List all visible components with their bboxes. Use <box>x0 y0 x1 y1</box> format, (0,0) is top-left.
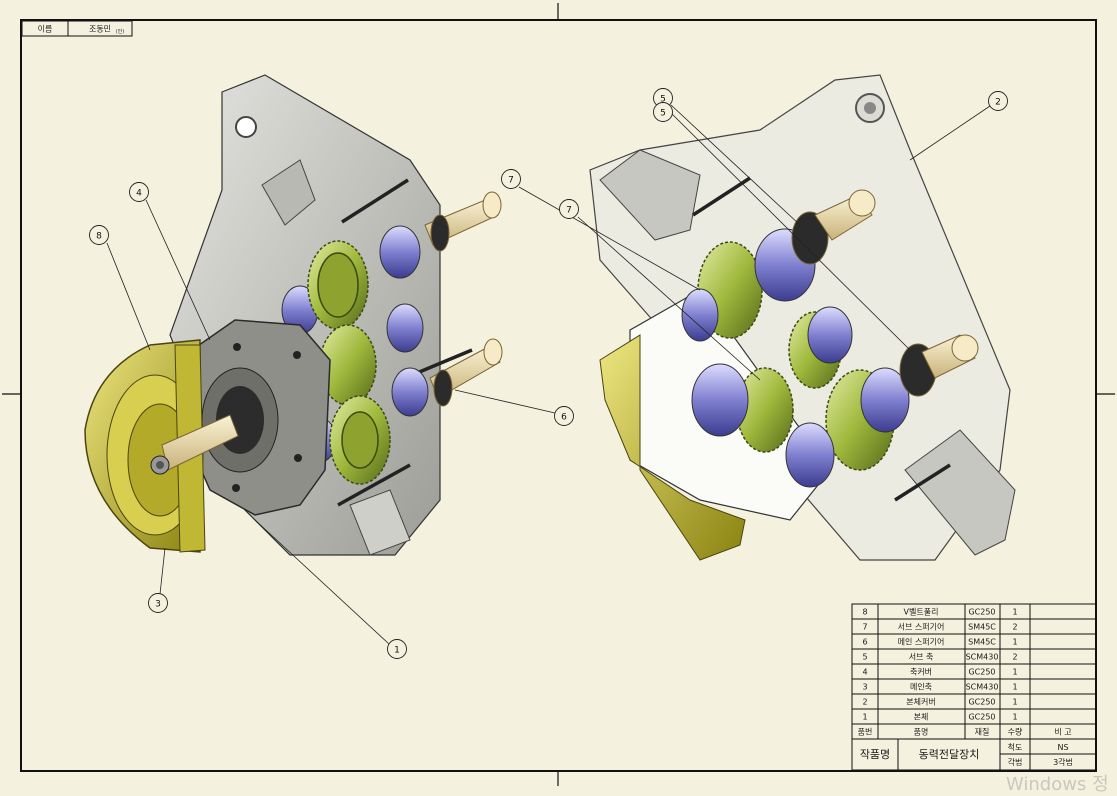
balloon-number: 8 <box>96 232 102 242</box>
scale-label: 척도 <box>1008 743 1023 752</box>
left-shaft-cover <box>187 319 331 516</box>
part-name: 메인 스퍼기어 <box>898 637 945 647</box>
part-no: 5 <box>862 653 867 662</box>
header-note: 비 고 <box>1054 728 1071 737</box>
part-name: 축커버 <box>910 667 932 677</box>
left-main-shaft <box>150 414 239 475</box>
part-material: SM45C <box>968 623 996 632</box>
windows-activation-watermark: Windows 정 <box>1006 774 1109 795</box>
part-qty: 1 <box>1012 698 1017 707</box>
part-qty: 1 <box>1012 683 1017 692</box>
balloon-number: 6 <box>561 413 567 423</box>
right-bolts <box>692 176 951 502</box>
part-qty: 1 <box>1012 638 1017 647</box>
parts-list-table <box>851 603 1097 771</box>
parts-list-text: 8 V벨트풀리 GC250 1 7 서브 스퍼기어 SM45C 2 6 메인 스… <box>858 607 1072 737</box>
part-material: GC250 <box>968 713 995 722</box>
part-material: GC250 <box>968 698 995 707</box>
part-qty: 1 <box>1012 713 1017 722</box>
right-shafts <box>791 189 979 397</box>
balloon: 3 <box>148 593 168 613</box>
part-qty: 2 <box>1012 653 1017 662</box>
header-no: 품번 <box>858 728 873 737</box>
part-no: 6 <box>862 638 867 647</box>
title-value: 동력전달장치 <box>919 748 980 761</box>
header-material: 재질 <box>975 728 990 737</box>
part-name: 서브 축 <box>909 653 934 662</box>
left-mount-hole <box>235 116 257 138</box>
part-no: 7 <box>862 623 867 632</box>
right-pulley <box>599 334 746 561</box>
part-material: SM45C <box>968 638 996 647</box>
left-assembly-view <box>84 74 503 556</box>
left-housing-notch <box>261 159 316 226</box>
center-marks <box>2 3 1115 786</box>
header-name-value: 조동민 <box>89 24 111 34</box>
part-qty: 2 <box>1012 623 1017 632</box>
title-label: 작품명 <box>860 748 890 761</box>
balloon-number: 7 <box>566 206 572 216</box>
part-name: 본체커버 <box>906 697 935 707</box>
header-stamp: (인) <box>116 28 125 35</box>
balloon: 5 <box>653 102 673 122</box>
part-no: 1 <box>862 713 867 722</box>
part-no: 3 <box>862 683 867 692</box>
balloon-number: 2 <box>995 98 1001 108</box>
right-housing-side <box>599 149 701 241</box>
header-qty: 수량 <box>1008 727 1023 737</box>
part-name: 서브 스퍼기어 <box>898 622 945 632</box>
part-material: SCM430 <box>966 653 999 662</box>
header-name: 품명 <box>914 727 929 737</box>
part-name: 본체 <box>914 712 929 722</box>
header-name-box: 이름 조동민 (인) <box>21 20 133 37</box>
balloon: 8 <box>89 225 109 245</box>
balloons: 8 4 3 1 6 5 5 7 <box>89 88 1008 659</box>
part-qty: 1 <box>1012 608 1017 617</box>
left-housing-lower-notch <box>349 489 411 556</box>
part-name: V벨트풀리 <box>904 607 939 617</box>
part-no: 4 <box>862 668 867 677</box>
part-no: 2 <box>862 698 867 707</box>
projection-label: 각법 <box>1008 757 1023 767</box>
balloon: 6 <box>554 406 574 426</box>
balloon-number: 7 <box>508 176 514 186</box>
balloon: 7 <box>559 199 579 219</box>
balloon-number: 1 <box>394 646 400 656</box>
leader-lines <box>106 104 991 645</box>
header-name-label: 이름 <box>38 24 53 34</box>
balloon: 4 <box>129 182 149 202</box>
part-no: 8 <box>862 608 867 617</box>
part-name: 메인축 <box>910 682 932 692</box>
scale-value: NS <box>1057 743 1068 752</box>
balloon: 2 <box>988 91 1008 111</box>
balloon: 1 <box>387 639 407 659</box>
part-material: GC250 <box>968 668 995 677</box>
left-gears <box>307 240 391 485</box>
projection-value: 3각법 <box>1053 757 1073 767</box>
right-assembly-view <box>589 74 1016 561</box>
right-housing-lower <box>904 429 1016 556</box>
balloon: 7 <box>501 169 521 189</box>
balloon-number: 5 <box>660 109 666 119</box>
part-qty: 1 <box>1012 668 1017 677</box>
balloon-number: 4 <box>136 189 142 199</box>
balloon-number: 5 <box>660 95 666 105</box>
left-v-belt-pulley <box>84 339 206 553</box>
left-shafts <box>424 191 503 407</box>
title-block: 작품명 동력전달장치 척도 NS 각법 3각법 <box>860 743 1073 767</box>
part-material: GC250 <box>968 608 995 617</box>
part-material: SCM430 <box>966 683 999 692</box>
balloon-number: 3 <box>155 600 161 610</box>
